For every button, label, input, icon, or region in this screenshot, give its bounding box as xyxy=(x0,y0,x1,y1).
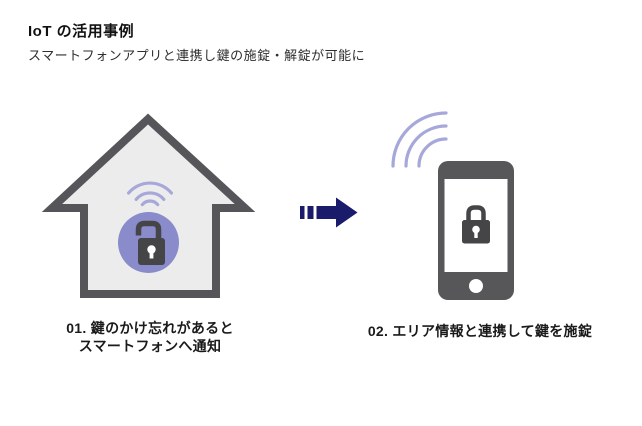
step2-caption-line1: 02. エリア情報と連携して鍵を施錠 xyxy=(367,323,593,339)
smartphone-icon xyxy=(391,111,514,300)
step2-caption: 02. エリア情報と連携して鍵を施錠 xyxy=(350,322,610,340)
step1-caption-line2: スマートフォンへ通知 xyxy=(78,338,222,354)
unlocked-padlock-icon xyxy=(135,220,165,265)
step1-caption-line1: 01. 鍵のかけ忘れがあると xyxy=(66,320,234,336)
wifi-signal-icon xyxy=(391,111,448,168)
right-arrow-icon xyxy=(300,197,358,228)
house-icon xyxy=(41,113,256,298)
home-button xyxy=(469,279,483,293)
locked-padlock-icon xyxy=(462,205,490,244)
page-title: IoT の活用事例 xyxy=(28,23,135,40)
house-outline xyxy=(41,113,256,298)
wifi-signal-icon xyxy=(127,181,173,207)
page-subtitle: スマートフォンアプリと連携し鍵の施錠・解錠が可能に xyxy=(28,48,366,63)
step1-caption: 01. 鍵のかけ忘れがあると スマートフォンへ通知 xyxy=(40,319,260,355)
